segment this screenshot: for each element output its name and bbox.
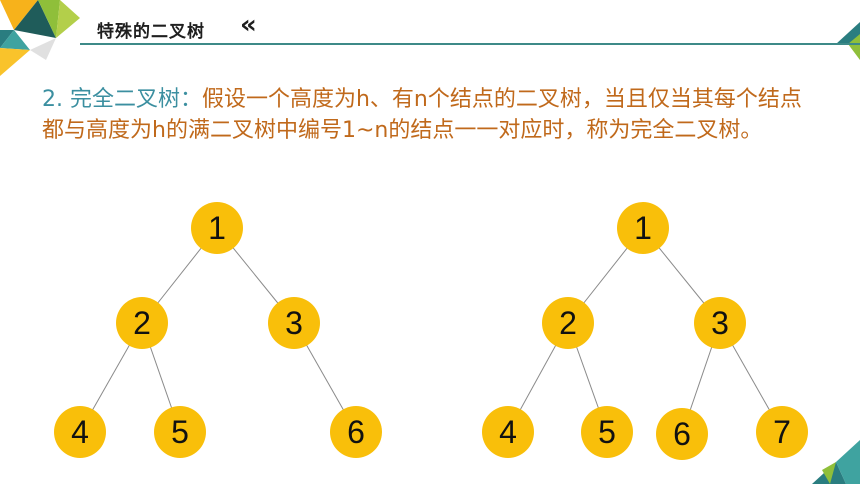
header-divider xyxy=(80,43,860,45)
tree-1-node-1-label: 1 xyxy=(208,210,226,246)
tree-2-node-3 xyxy=(694,297,746,349)
tree-2-node-3-label: 3 xyxy=(711,305,729,341)
tree-2-node-5-label: 5 xyxy=(598,414,616,450)
tree-2-node-4-label: 4 xyxy=(499,414,517,450)
tree-1-node-5 xyxy=(154,406,206,458)
tree-2-node-7 xyxy=(756,406,808,458)
tree-1-node-3-label: 3 xyxy=(285,305,303,341)
corner-decoration-top-left xyxy=(0,0,80,76)
chevron-left-icon: « xyxy=(240,10,257,40)
tree-2-node-2-label: 2 xyxy=(559,305,577,341)
tree-1-node-5-label: 5 xyxy=(171,414,189,450)
tree-2-node-5 xyxy=(581,406,633,458)
definition-number: 2. 完全二叉树： xyxy=(42,87,202,112)
tree-1-node-4 xyxy=(54,406,106,458)
definition-text: 假设一个高度为h、有n个结点的二叉树，当且仅当其每个结点都与高度为h的满二叉树中… xyxy=(42,87,802,143)
tree-2-node-6-label: 6 xyxy=(673,416,691,452)
tree-1-node-4-label: 4 xyxy=(71,414,89,450)
tree-1-node-6-label: 6 xyxy=(347,414,365,450)
tree-1-node-6 xyxy=(330,406,382,458)
tree-1-node-2-label: 2 xyxy=(133,305,151,341)
tree-2-node-1-label: 1 xyxy=(634,210,652,246)
definition-paragraph: 2. 完全二叉树：假设一个高度为h、有n个结点的二叉树，当且仅当其每个结点都与高… xyxy=(42,84,812,146)
page-title: 特殊的二叉树 xyxy=(97,22,205,42)
tree-2-node-6 xyxy=(656,408,708,460)
tree-2-node-4 xyxy=(482,406,534,458)
tree-2-node-1 xyxy=(617,202,669,254)
tree-1-node-3 xyxy=(268,297,320,349)
tree-2-node-2 xyxy=(542,297,594,349)
tree-2-node-7-label: 7 xyxy=(773,414,791,450)
tree-1-node-1 xyxy=(191,202,243,254)
tree-1-node-2 xyxy=(116,297,168,349)
